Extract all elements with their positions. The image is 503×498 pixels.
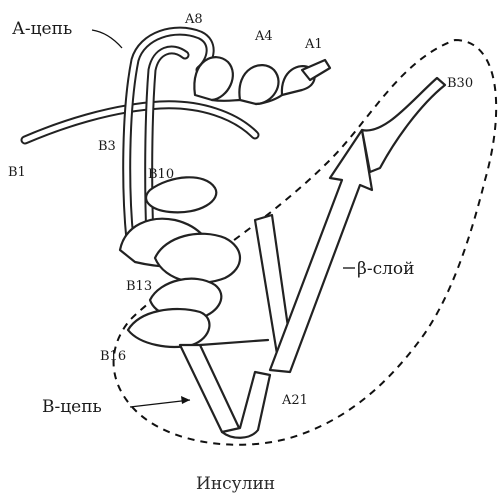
caption-insulin: Инсулин [196, 474, 275, 494]
b-chain-leader [130, 400, 190, 407]
a-chain-helix [194, 57, 330, 104]
label-b1: B1 [8, 165, 26, 180]
beta-sheet-arrow [270, 78, 445, 372]
b-chain-turn [180, 340, 270, 438]
b-chain-n-terminal-strand [25, 105, 255, 140]
label-b13: B13 [126, 279, 152, 294]
label-b10: B10 [148, 167, 174, 182]
label-a21: A21 [281, 393, 308, 408]
label-b16: B16 [100, 349, 126, 364]
b-chain-label: В-цепь [42, 397, 102, 417]
label-a1: A1 [304, 37, 323, 52]
a-chain-leader [92, 30, 122, 48]
a-chain-label: А-цепь [12, 19, 72, 39]
label-b3: B3 [98, 139, 116, 154]
b-chain-helix [120, 177, 240, 347]
label-a4: A4 [254, 29, 273, 44]
label-b30: B30 [447, 76, 473, 91]
label-a8: A8 [184, 12, 203, 27]
b-chain-leader-arrowhead [181, 396, 190, 404]
beta-sheet-label: β-слой [357, 259, 414, 279]
